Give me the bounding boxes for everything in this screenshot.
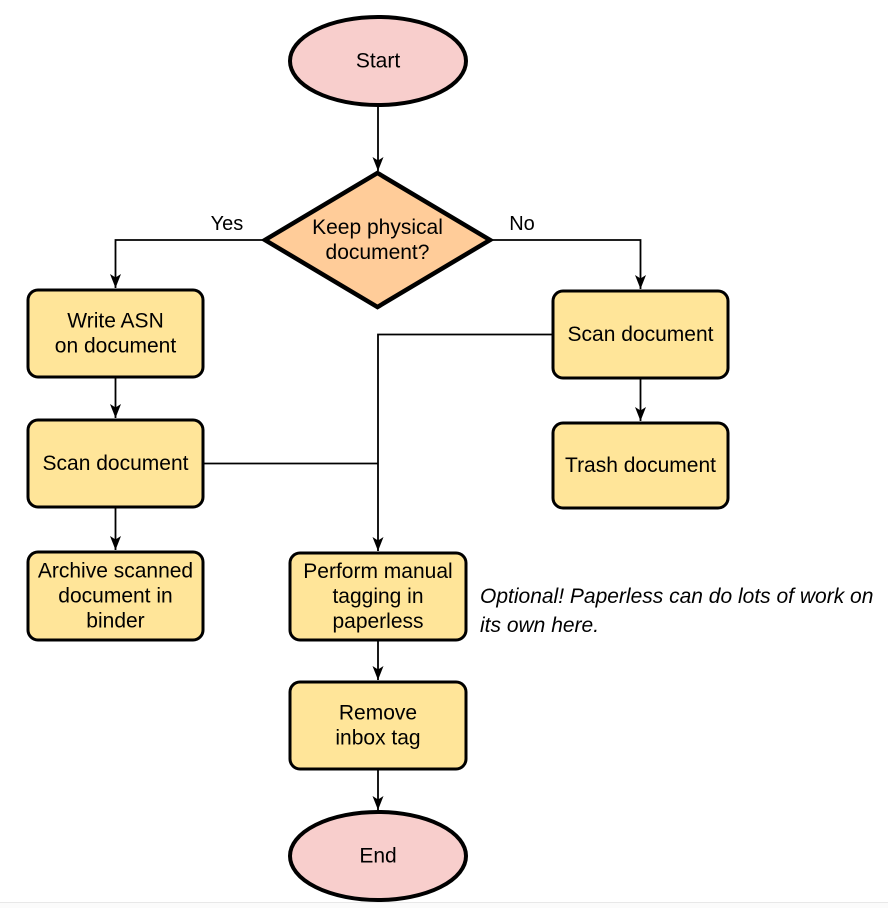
optional-annotation: Optional! Paperless can do lots of work … [480, 585, 874, 637]
scan-right-shape [551, 289, 730, 380]
remove-inbox-shape [288, 680, 468, 771]
start-shape [288, 15, 468, 107]
node-scan-right: Scan document [551, 289, 730, 380]
edge-decision-to-scan-right [490, 239, 646, 289]
start-label: Start [356, 50, 401, 73]
node-scan-left: Scan document [26, 418, 205, 509]
end-shape [288, 810, 468, 902]
node-trash: Trash document [551, 421, 730, 510]
edges-layer [110, 105, 646, 810]
edge-label-yes: Yes [211, 213, 244, 235]
scan-left-label: Scan document [43, 452, 189, 475]
edge-labels-layer: Yes No [211, 213, 535, 235]
edge-label-no: No [509, 213, 535, 235]
tagging-shape [288, 551, 468, 642]
node-end: End [288, 810, 468, 902]
scan-left-shape [26, 418, 205, 509]
edge-scan-right-to-tagging [372, 333, 553, 551]
edge-decision-to-write-asn [110, 239, 265, 288]
scan-right-label: Scan document [568, 323, 714, 346]
node-start: Start [288, 15, 468, 107]
end-label: End [359, 845, 396, 868]
bottom-divider [0, 902, 888, 908]
trash-label: Trash document [565, 454, 716, 477]
archive-shape [26, 550, 205, 642]
decision-shape [260, 170, 495, 310]
trash-shape [551, 421, 730, 510]
write-asn-shape [26, 288, 205, 379]
